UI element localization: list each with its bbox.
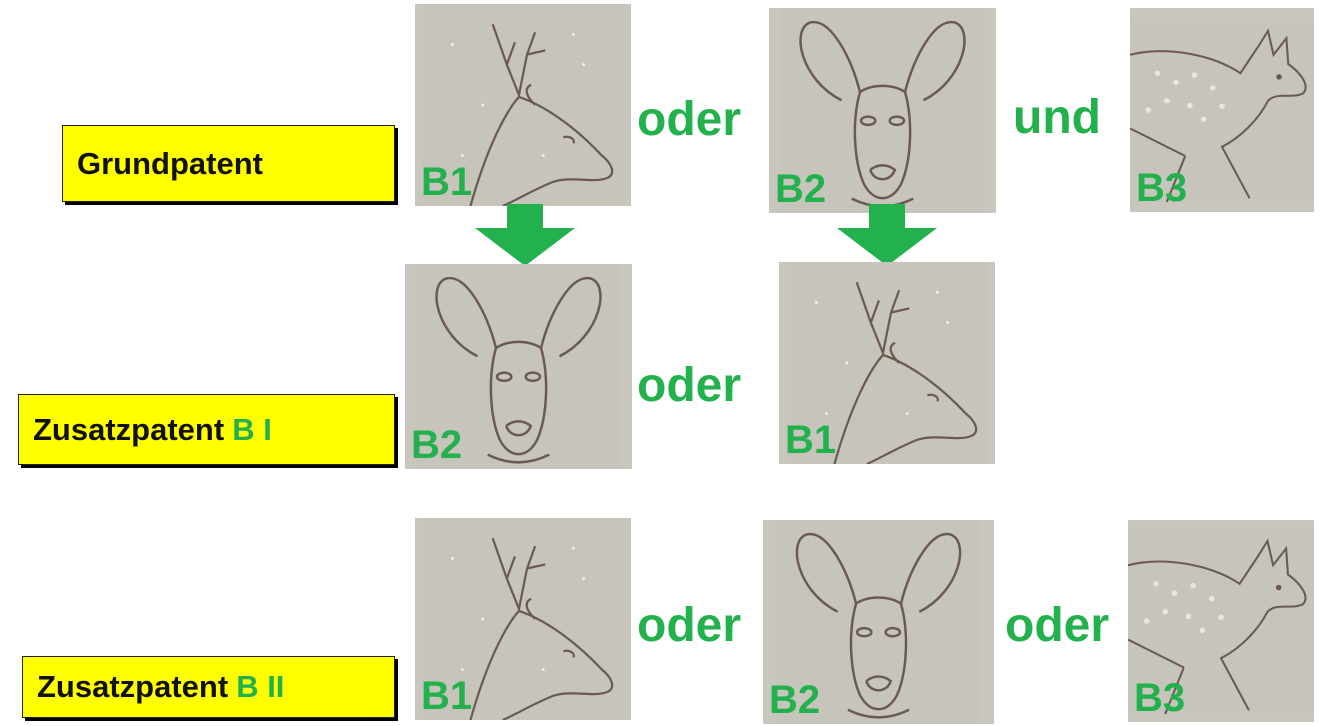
connector-oder: oder <box>637 93 742 146</box>
tag-b3: B3 <box>1136 166 1188 210</box>
connector-oder: oder <box>1005 599 1110 652</box>
label-zusatzpatent-b1: Zusatzpatent B I <box>18 394 395 465</box>
down-arrow-icon <box>837 204 937 266</box>
tag-b2: B2 <box>775 167 827 211</box>
label-grundpatent: Grundpatent <box>62 125 395 202</box>
label-grundpatent-text: Grundpatent <box>77 145 263 181</box>
connector-oder: oder <box>637 599 742 652</box>
tag-b2: B2 <box>769 678 821 722</box>
tile-row1-b1: B1 <box>415 4 631 206</box>
label-zusatzpatent-suffix: B II <box>236 669 285 704</box>
tile-row1-b2: B2 <box>769 8 996 213</box>
tile-row3-b1: B1 <box>415 518 631 720</box>
tag-b1: B1 <box>421 674 473 718</box>
tile-row3-b2: B2 <box>763 520 994 724</box>
tag-b2: B2 <box>411 423 463 467</box>
tile-row1-b3: B3 <box>1130 8 1314 212</box>
connector-oder: oder <box>637 359 742 412</box>
label-zusatzpatent-b2: Zusatzpatent B II <box>22 656 395 718</box>
tile-row3-b3: B3 <box>1128 520 1314 722</box>
label-zusatzpatent-text: Zusatzpatent <box>37 669 229 704</box>
tag-b1: B1 <box>785 418 837 462</box>
down-arrow-icon <box>475 204 575 266</box>
tag-b1: B1 <box>421 160 473 204</box>
tile-row2-b1: B1 <box>779 262 995 464</box>
tag-b3: B3 <box>1134 676 1186 720</box>
label-zusatzpatent-suffix: B I <box>232 411 272 447</box>
connector-und: und <box>1013 91 1101 144</box>
label-zusatzpatent-text: Zusatzpatent <box>33 411 225 447</box>
tile-row2-b2: B2 <box>405 264 632 469</box>
